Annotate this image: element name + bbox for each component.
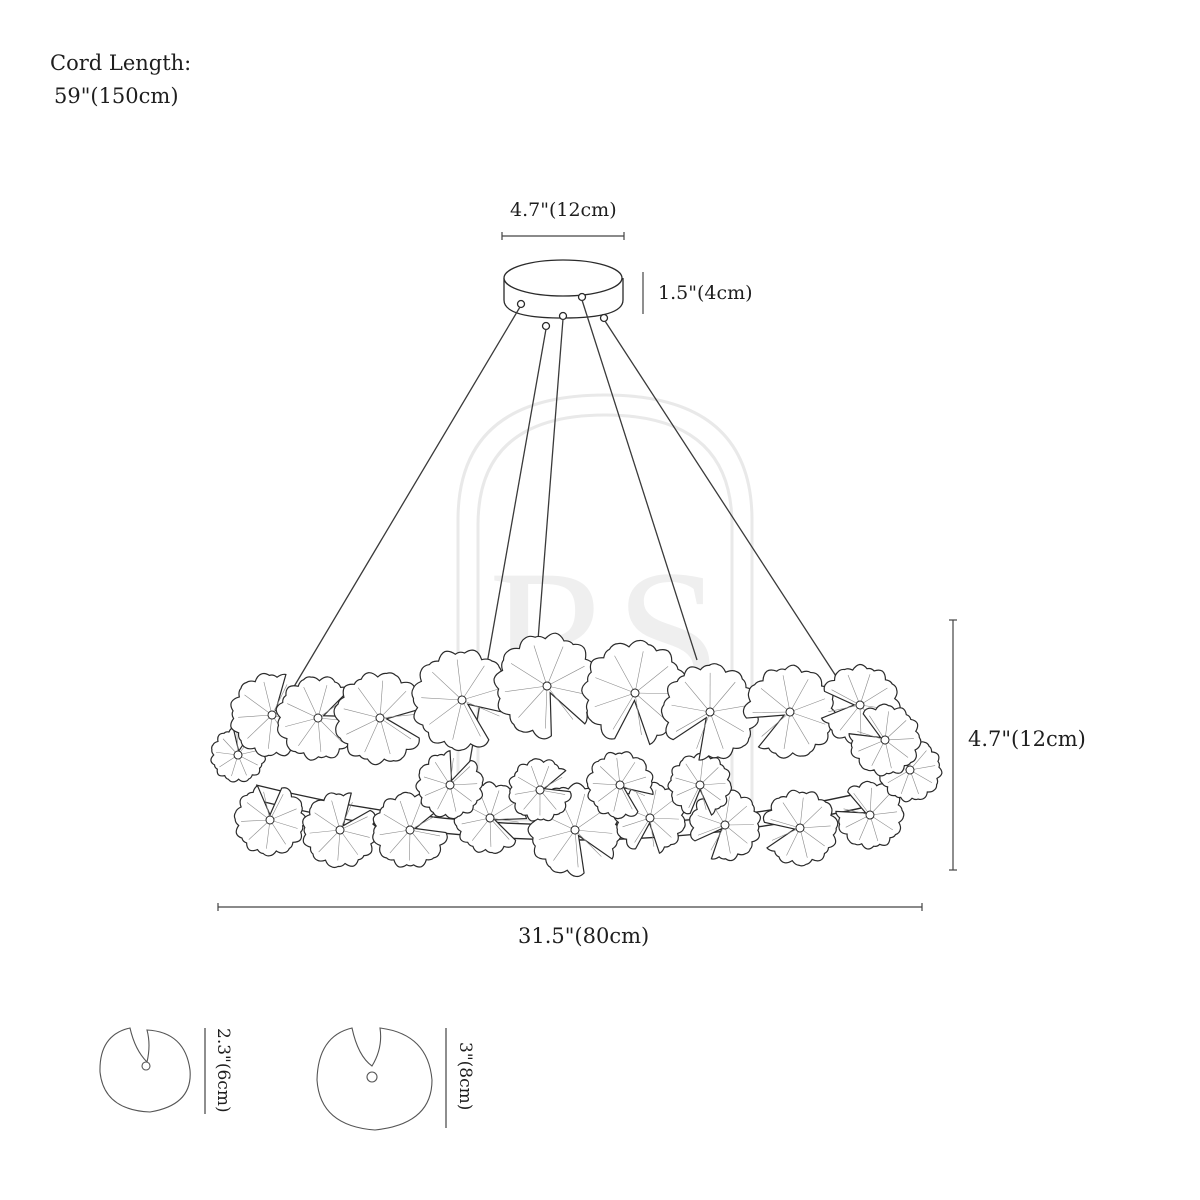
lotus-leaf xyxy=(585,751,654,820)
lotus-leaf xyxy=(667,752,733,816)
ring-height-label: 4.7"(12cm) xyxy=(968,727,1086,751)
leaf-large-size-label: 3"(8cm) xyxy=(455,1042,475,1111)
leaf-small-detail xyxy=(99,1027,191,1113)
lotus-leaf xyxy=(762,789,839,867)
ceiling-canopy xyxy=(503,259,624,331)
lotus-leaf xyxy=(493,632,600,740)
lotus-leaf xyxy=(848,703,922,777)
leaf-small-size-label: 2.3"(6cm) xyxy=(213,1028,233,1113)
canopy-height-label: 1.5"(4cm) xyxy=(658,282,753,304)
lotus-leaf xyxy=(372,791,448,868)
lotus-leaf xyxy=(742,664,838,759)
lotus-leaf xyxy=(581,639,688,746)
lotus-leaf xyxy=(415,750,484,820)
lotus-leaf xyxy=(508,758,572,822)
lotus-leaf-ring xyxy=(210,632,943,878)
lotus-leaf xyxy=(660,663,759,761)
lotus-leaf xyxy=(275,676,361,761)
ring-width-label: 31.5"(80cm) xyxy=(518,924,650,948)
canopy-width-label: 4.7"(12cm) xyxy=(510,199,617,221)
lotus-leaf xyxy=(835,780,905,850)
cord-length-value: 59"(150cm) xyxy=(54,84,179,108)
dimension-lines xyxy=(204,232,957,1128)
lotus-leaf xyxy=(411,649,513,752)
lotus-leaf xyxy=(333,672,427,766)
lotus-leaf xyxy=(302,792,379,869)
lotus-leaf xyxy=(689,789,762,862)
lotus-leaf xyxy=(233,785,307,857)
cord-length-title: Cord Length: xyxy=(50,51,192,75)
leaf-large-detail xyxy=(316,1027,433,1131)
